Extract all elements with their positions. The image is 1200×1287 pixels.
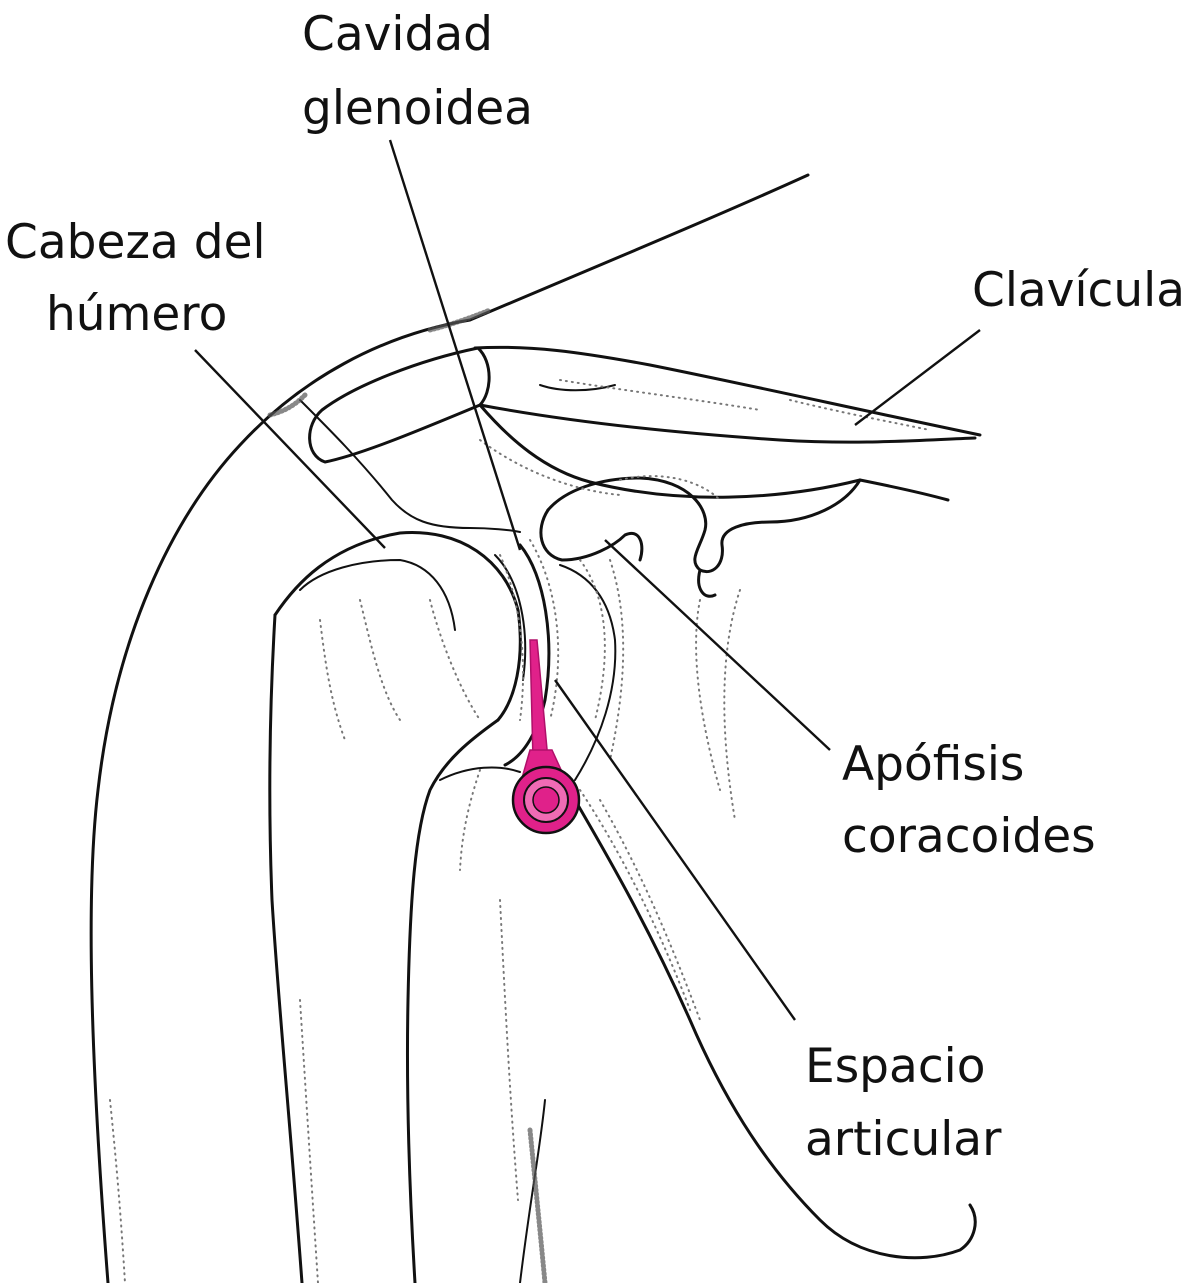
label-cavidad-glenoidea-line2: glenoidea [302,81,533,136]
humeral-head-inner [299,559,456,631]
label-apofisis-coracoides-line2: coracoides [842,809,1096,864]
scapula-body [559,564,617,781]
label-cabeza-humero-line2: húmero [46,287,227,342]
leader-clavicula [854,329,981,426]
glenoid-cavity [503,543,551,767]
stipple-shading [109,307,931,1286]
leader-lines [194,139,981,1021]
leader-espacio-articular [554,679,796,1021]
shoulder-outline [89,173,810,1285]
label-cabeza-humero-line1: Cabeza del [5,215,266,270]
humerus-shaft-right [405,718,500,1285]
clavicle-lower [478,403,977,444]
leader-apofisis-coracoides [604,539,831,751]
acromion [308,346,491,464]
label-cabeza-humero: Cabeza del húmero [5,215,281,342]
coracoid-drip [697,568,717,598]
label-espacio-articular-line2: articular [805,1112,1002,1167]
anatomy-illustration [89,173,982,1286]
clavicle-end [539,384,616,392]
injection-needle-icon [511,639,581,835]
label-espacio-articular-line1: Espacio [805,1039,985,1094]
skin-ridge [299,399,521,533]
torso-outline [573,798,977,1260]
label-cavidad-glenoidea-line1: Cavidad [302,7,493,62]
label-espacio-articular: Espacio articular [805,1039,1002,1167]
humeral-head [273,530,522,722]
label-apofisis-coracoides: Apófisis coracoides [842,737,1096,864]
clavicle-upper [473,345,982,437]
scapula-top [478,403,950,502]
needle-syringe-core [532,786,560,814]
glenoid-rim [494,554,527,681]
label-apofisis-coracoides-line1: Apófisis [842,737,1024,792]
humerus-neck-line [439,766,521,781]
label-clavicula: Clavícula [972,263,1185,318]
labels: Cavidad glenoidea Cabeza del húmero Clav… [5,7,1185,1167]
humerus-shaft-left [268,613,304,1285]
label-cavidad-glenoidea: Cavidad glenoidea [302,7,533,136]
leader-cavidad-glenoidea [388,139,522,551]
leader-cabeza-humero [194,349,386,549]
label-clavicula-line1: Clavícula [972,263,1185,318]
coracoid-underside [539,508,644,562]
